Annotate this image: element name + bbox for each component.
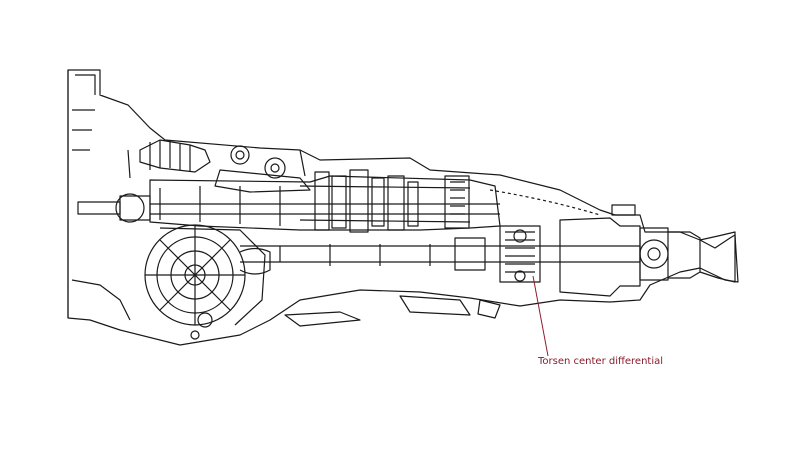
output-shaft: [239, 225, 641, 283]
dashed-outline: [489, 189, 601, 216]
annotation-leader-line: [532, 275, 549, 357]
front-differential: [144, 224, 266, 340]
shift-linkage: [127, 139, 311, 193]
rear-output-flange: [559, 204, 736, 297]
lower-pan: [284, 295, 501, 327]
gear-housing: [149, 175, 501, 231]
input-shaft: [77, 193, 500, 223]
torsen-center-differential-label: Torsen center differential: [538, 356, 664, 367]
bell-housing: [67, 69, 739, 346]
